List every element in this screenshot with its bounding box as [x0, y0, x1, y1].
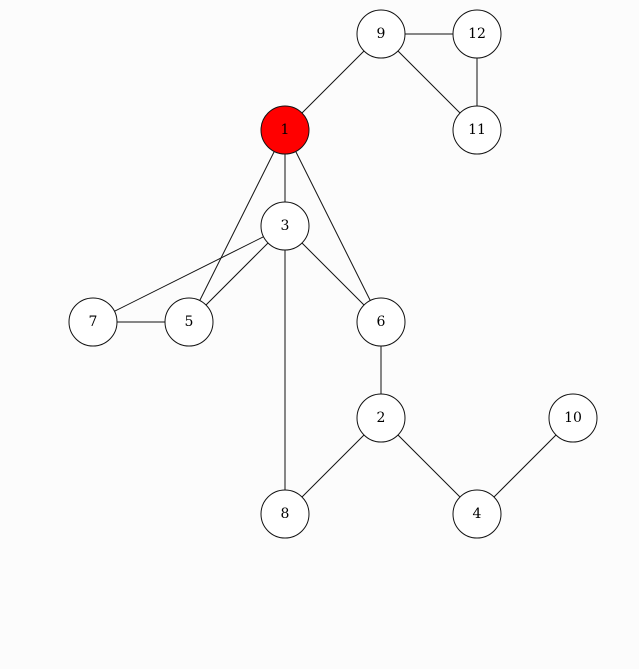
node-circle-10	[548, 393, 598, 443]
node-circle-9	[356, 9, 406, 59]
node-circle-11	[452, 105, 502, 155]
node-circle-8	[260, 489, 310, 539]
node-6: 6	[356, 297, 406, 347]
node-8: 8	[260, 489, 310, 539]
node-label-10: 10	[564, 410, 582, 426]
edge-3-7	[92, 225, 286, 323]
node-circle-6	[356, 297, 406, 347]
node-label-1: 1	[281, 122, 290, 138]
node-1: 1	[260, 105, 310, 155]
node-circle-7	[68, 297, 118, 347]
node-label-11: 11	[468, 122, 486, 138]
node-circle-3	[260, 201, 310, 251]
node-label-4: 4	[473, 506, 482, 522]
node-11: 11	[452, 105, 502, 155]
node-12: 12	[452, 9, 502, 59]
node-4: 4	[452, 489, 502, 539]
node-9: 9	[356, 9, 406, 59]
node-label-8: 8	[281, 506, 290, 522]
node-label-7: 7	[89, 314, 98, 330]
node-label-2: 2	[377, 410, 386, 426]
node-circle-12	[452, 9, 502, 59]
node-3: 3	[260, 201, 310, 251]
node-circle-2	[356, 393, 406, 443]
node-7: 7	[68, 297, 118, 347]
node-circle-5	[164, 297, 214, 347]
edge-1-6	[284, 129, 382, 323]
node-label-6: 6	[377, 314, 386, 330]
edge-layer	[92, 33, 574, 515]
node-label-12: 12	[468, 26, 486, 42]
node-circle-4	[452, 489, 502, 539]
node-label-9: 9	[377, 26, 386, 42]
node-10: 10	[548, 393, 598, 443]
node-5: 5	[164, 297, 214, 347]
node-label-5: 5	[185, 314, 194, 330]
node-label-3: 3	[281, 218, 290, 234]
node-circle-1	[260, 105, 310, 155]
node-2: 2	[356, 393, 406, 443]
edge-1-5	[188, 129, 286, 323]
